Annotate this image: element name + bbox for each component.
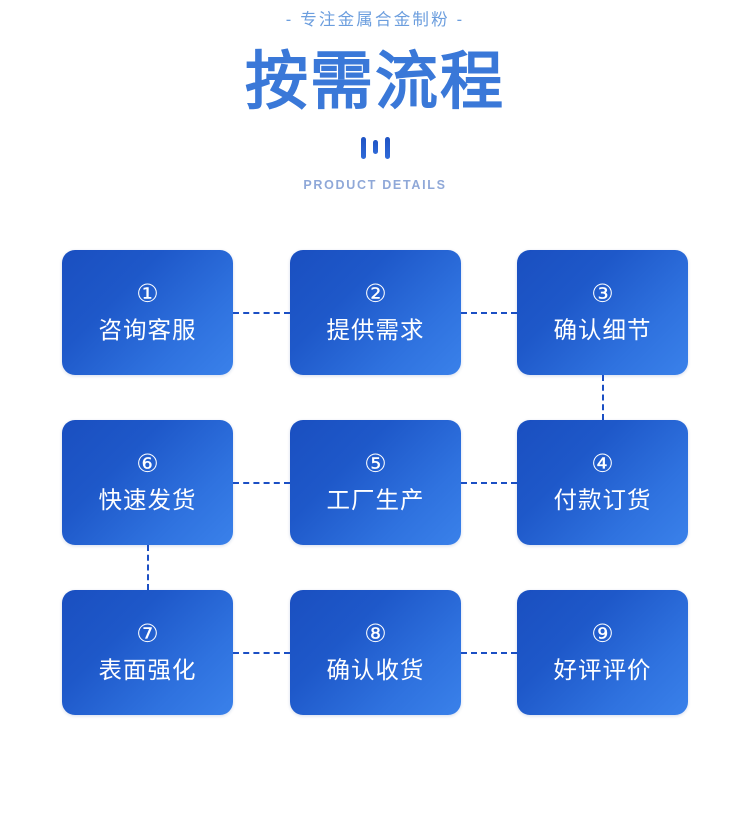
step-label: 确认收货 (326, 656, 425, 684)
decor-bar-right (384, 137, 390, 159)
step-number: ⑤ (364, 449, 387, 478)
page-header: - 专注金属合金制粉 - 按需流程 PRODUCT DETAILS (0, 0, 750, 192)
step-label: 工厂生产 (326, 486, 425, 514)
flow-step-card[interactable]: ④ 付款订货 (517, 420, 688, 545)
flow-step-card[interactable]: ⑤ 工厂生产 (290, 420, 461, 545)
connector-horizontal (461, 312, 517, 314)
step-number: ⑥ (136, 449, 159, 478)
eyebrow-text: - 专注金属合金制粉 - (285, 11, 465, 29)
flow-step-card[interactable]: ⑧ 确认收货 (290, 590, 461, 715)
step-number: ③ (591, 279, 614, 308)
connector-horizontal (461, 652, 517, 654)
decor-bar-left (360, 137, 366, 159)
step-label: 咨询客服 (98, 316, 197, 344)
step-label: 表面强化 (98, 656, 197, 684)
flow-step-card[interactable]: ⑥ 快速发货 (62, 420, 233, 545)
step-number: ④ (591, 449, 614, 478)
decor-bar-middle (372, 140, 378, 154)
flow-step-card[interactable]: ③ 确认细节 (517, 250, 688, 375)
connector-horizontal (461, 482, 517, 484)
connector-horizontal (233, 482, 290, 484)
process-flow-diagram: ① 咨询客服 ② 提供需求 ③ 确认细节 ⑥ 快速发货 ⑤ 工厂生产 ④ 付款订… (0, 250, 750, 715)
step-label: 付款订货 (553, 486, 652, 514)
flow-step-card[interactable]: ⑦ 表面强化 (62, 590, 233, 715)
subcaption-text: PRODUCT DETAILS (303, 178, 447, 192)
step-label: 快速发货 (98, 486, 197, 514)
connector-horizontal (233, 652, 290, 654)
decorative-bars (0, 129, 750, 159)
step-label: 提供需求 (326, 316, 425, 344)
step-number: ② (364, 279, 387, 308)
flow-step-card[interactable]: ⑨ 好评评价 (517, 590, 688, 715)
step-label: 确认细节 (553, 316, 652, 344)
step-label: 好评评价 (553, 656, 652, 684)
page-title: 按需流程 (245, 45, 505, 118)
flow-step-card[interactable]: ② 提供需求 (290, 250, 461, 375)
flow-step-card[interactable]: ① 咨询客服 (62, 250, 233, 375)
connector-horizontal (233, 312, 290, 314)
step-number: ⑨ (591, 619, 614, 648)
step-number: ⑦ (136, 619, 159, 648)
connector-vertical (602, 375, 604, 420)
connector-vertical (147, 545, 149, 590)
step-number: ⑧ (364, 619, 387, 648)
step-number: ① (136, 279, 159, 308)
